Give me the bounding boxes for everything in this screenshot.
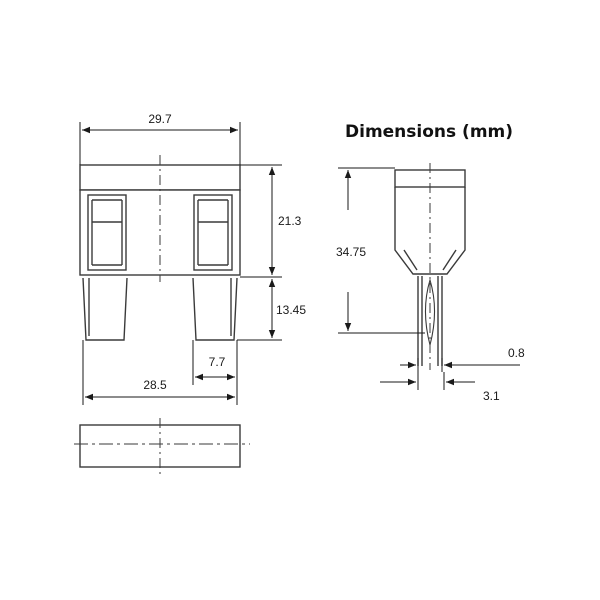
label-blade-length: 13.45 bbox=[276, 303, 306, 317]
label-blade-width: 7.7 bbox=[209, 355, 226, 369]
side-dimensions bbox=[338, 167, 520, 390]
front-pocket-right bbox=[193, 194, 233, 271]
front-leg-left bbox=[82, 277, 128, 341]
label-overall-width: 29.7 bbox=[148, 112, 172, 126]
front-view bbox=[79, 155, 241, 341]
side-body bbox=[394, 187, 466, 275]
label-blade-span: 28.5 bbox=[143, 378, 167, 392]
diagram-title: Dimensions (mm) bbox=[345, 122, 513, 142]
label-blade-thickness: 0.8 bbox=[508, 346, 525, 360]
label-body-height: 21.3 bbox=[278, 214, 302, 228]
front-leg-right bbox=[192, 277, 238, 341]
label-total-height: 34.75 bbox=[336, 245, 366, 259]
side-view bbox=[394, 163, 466, 370]
front-dimensions bbox=[79, 122, 282, 405]
front-pocket-left bbox=[87, 194, 127, 271]
label-side-width: 3.1 bbox=[483, 389, 500, 403]
bottom-view bbox=[74, 418, 250, 478]
